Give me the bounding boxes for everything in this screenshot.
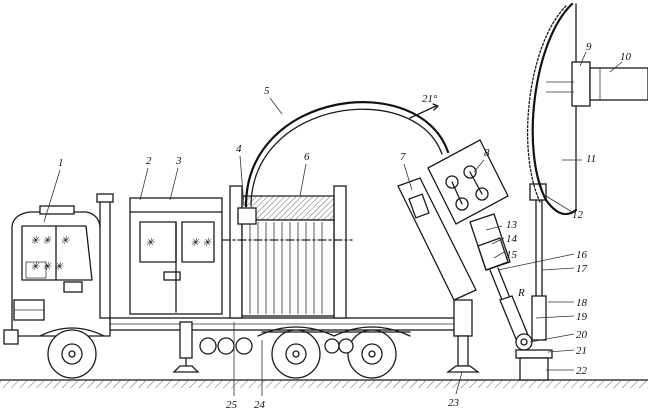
callout-14: 14 [506,233,518,245]
callout-21: 21 [576,345,587,357]
boom-arm [397,177,477,301]
callout-13: 13 [506,219,518,231]
glass-mark: ✳ [60,235,70,247]
front-jack [172,321,200,373]
glass-mark: ✳ ✳ [190,237,212,249]
front-wheel [39,327,105,379]
callout-11: 11 [586,153,596,165]
motor-block [427,139,509,225]
callout-15: 15 [506,249,518,261]
support-mast [515,183,553,381]
callout-8: 8 [484,147,490,159]
callout-22: 22 [576,365,588,377]
radius-label: R [517,287,525,299]
hose-arc [244,101,450,208]
swing-arm [499,295,533,351]
callout-17: 17 [576,263,588,275]
exhaust-stack [96,193,114,319]
callout-20: 20 [576,329,588,341]
angle-label: 21° [422,93,438,105]
callout-6: 6 [304,151,310,163]
rear-wheel-2 [257,326,411,379]
glass-mark: ✳ ✳ [30,235,52,247]
callout-1: 1 [58,157,64,169]
underframe-tanks [199,337,354,355]
rear-jack [446,299,480,373]
hydraulic-cylinder [469,213,511,301]
glass-mark: ✳ ✳ ✳ [30,261,64,273]
callout-7: 7 [400,151,406,163]
callout-18: 18 [576,297,588,309]
rear-wheel-1 [271,329,321,379]
callout-24: 24 [254,399,266,411]
chassis-frame [109,317,469,331]
truck-cab: ✳ ✳ ✳ ✳ ✳ ✳ [3,205,111,345]
ground [0,379,648,388]
cable-reel [221,185,353,319]
glass-mark: ✳ [145,237,155,249]
callout-12: 12 [572,209,584,221]
dish-reflector [526,2,648,216]
callout-25: 25 [226,399,238,411]
callout-2: 2 [146,155,152,167]
callout-3: 3 [175,155,182,167]
callout-9: 9 [586,41,592,53]
angle-marker [409,103,439,119]
callout-19: 19 [576,311,588,323]
callout-16: 16 [576,249,588,261]
callout-23: 23 [448,397,460,409]
callout-labels: 1 2 3 4 5 6 7 8 9 10 11 12 13 14 15 16 1… [58,41,632,411]
leader-lines [43,51,623,396]
callout-5: 5 [264,85,270,97]
equipment-cabin: ✳ ✳ ✳ [129,197,223,315]
callout-10: 10 [620,51,632,63]
callout-4: 4 [236,143,242,155]
